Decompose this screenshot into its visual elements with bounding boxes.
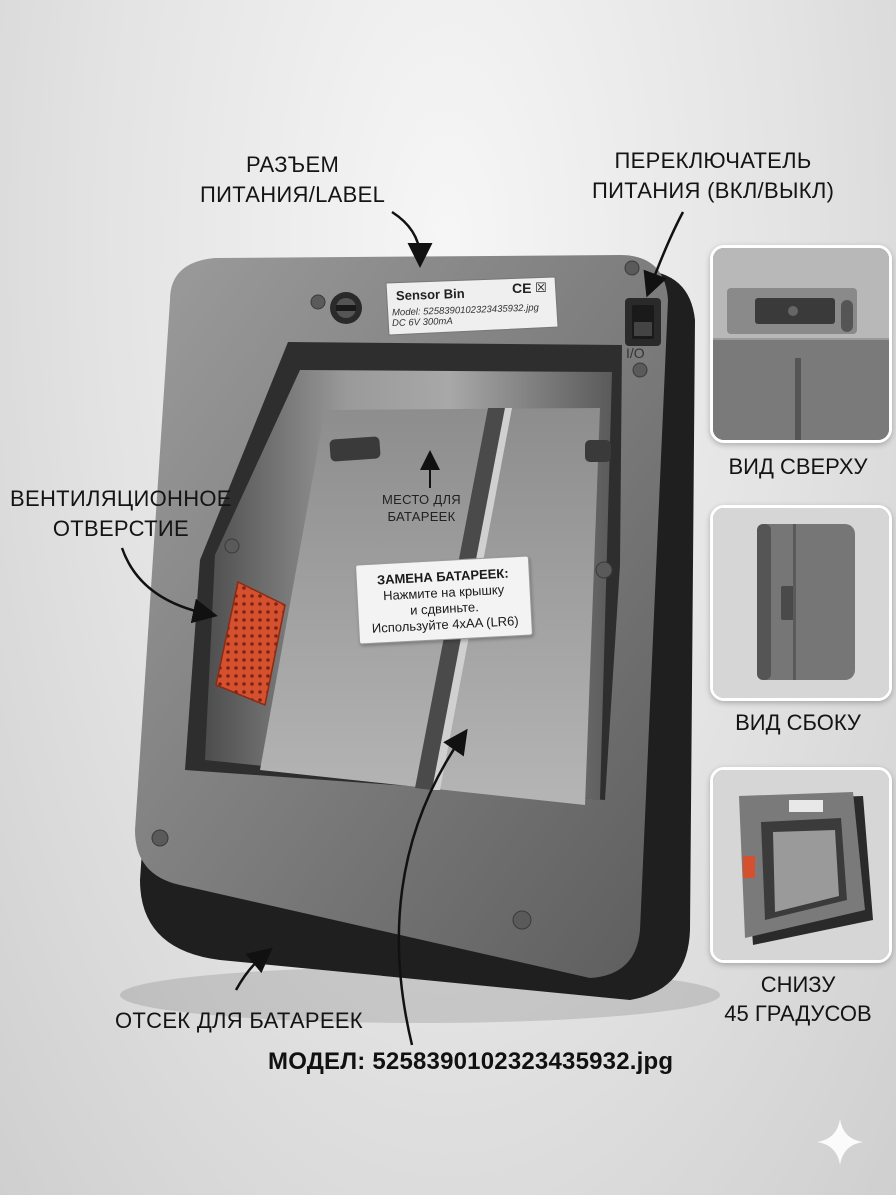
sparkle-icon: [817, 1119, 863, 1165]
screws: [151, 260, 648, 930]
vent-grille: [215, 580, 286, 707]
callout-vent: ВЕНТИЛЯЦИОННОЕ ОТВЕРСТИЕ: [10, 486, 232, 541]
caption-side-view: ВИД СБОКУ: [735, 710, 861, 735]
battery-place-label: МЕСТО ДЛЯ БАТАРЕЕК: [382, 492, 461, 524]
sticker-title: Sensor Bin: [395, 285, 465, 304]
arrow-icon: [234, 947, 273, 991]
caption-bottom-45-view: СНИЗУ 45 ГРАДУСОВ: [724, 972, 872, 1026]
arrow-icon: [391, 210, 433, 268]
arrow-icon: [397, 728, 468, 1046]
label-sticker-bg: [385, 276, 559, 336]
callout-battery-compartment: ОТСЕК ДЛЯ БАТАРЕЕК: [115, 1008, 363, 1033]
thumb-side-view: [710, 505, 892, 701]
arrow-icon: [643, 211, 685, 298]
thumb-top-view: [710, 245, 892, 443]
callout-power-connector: РАЗЪЕМ ПИТАНИЯ/LABEL: [200, 152, 386, 207]
switch-io-label: I/O: [626, 345, 645, 361]
model-caption: МОДЕЛ: 5258390102323435932.jpg: [268, 1048, 674, 1075]
arrow-icon: [120, 547, 218, 624]
clip-right: [585, 440, 611, 462]
thumb-bottom-45-view: [710, 767, 892, 963]
sticker-power-line: DC 6V 300mA: [391, 315, 453, 330]
ce-mark: CE: [512, 280, 532, 296]
clip-left: [329, 436, 381, 462]
caption-top-view: ВИД СВЕРХУ: [728, 454, 868, 479]
instruction-card: ЗАМЕНА БАТАРЕЕК: Нажмите на крышку и сдв…: [355, 555, 533, 645]
callout-power-switch: ПЕРЕКЛЮЧАТЕЛЬ ПИТАНИЯ (ВКЛ/ВЫКЛ): [592, 148, 835, 203]
weee-bin-icon: ☒: [535, 280, 547, 295]
